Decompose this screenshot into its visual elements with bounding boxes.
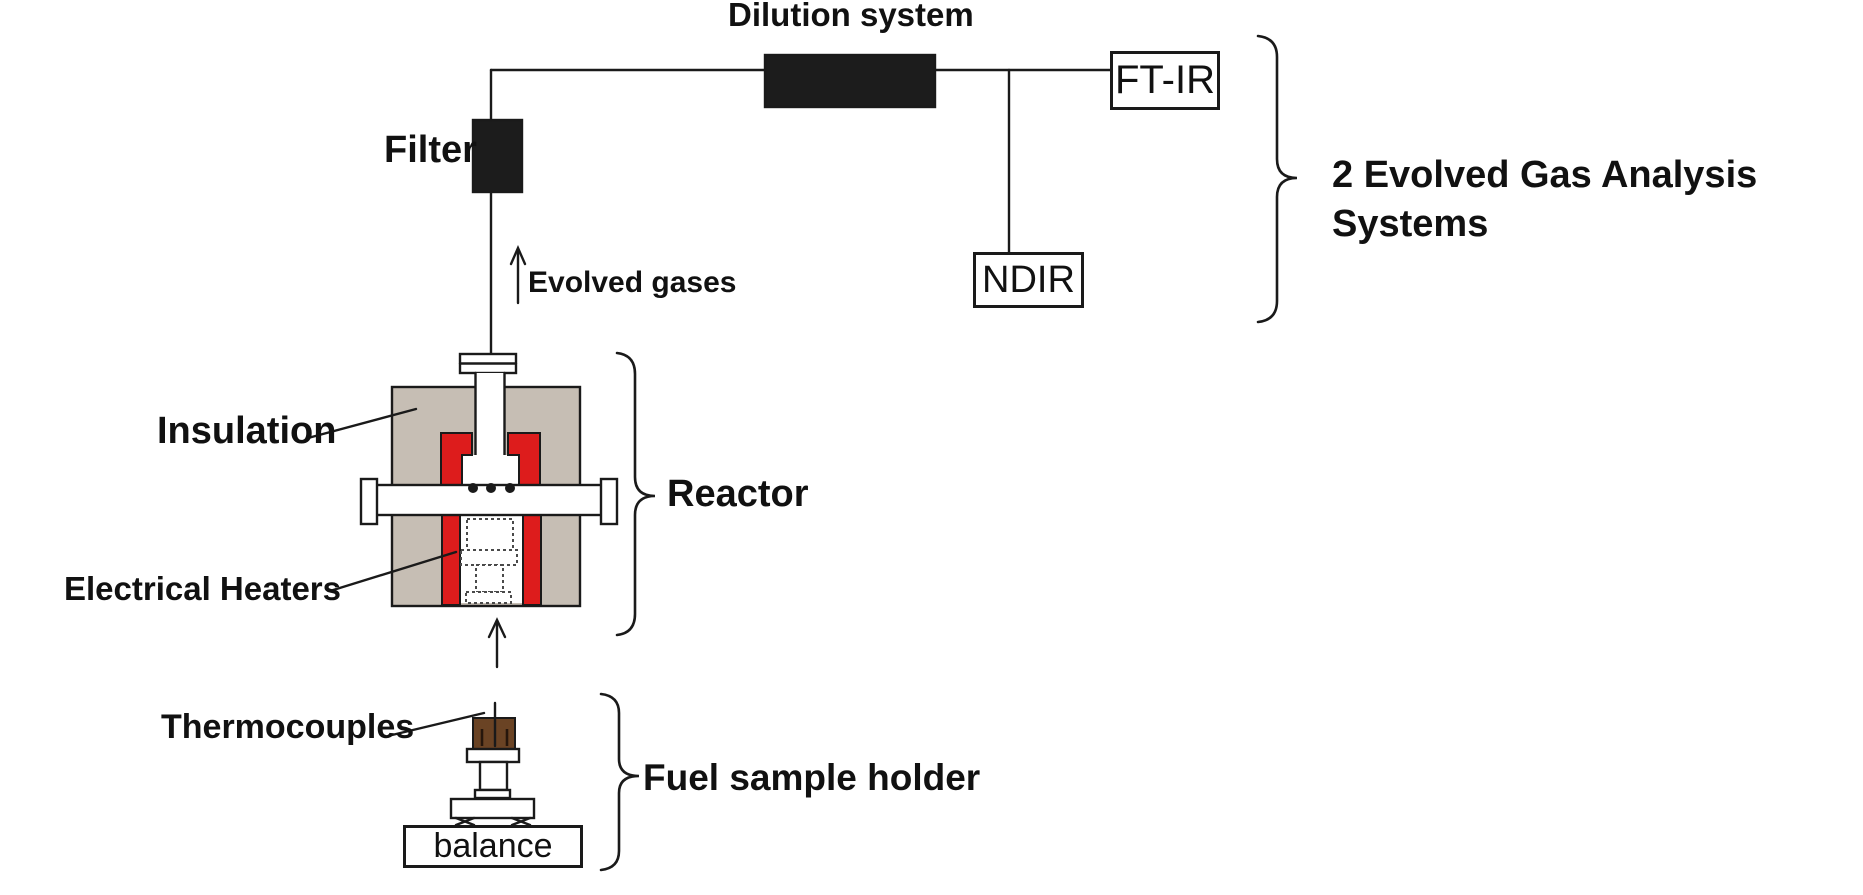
dilution-system-label: Dilution system [728, 0, 974, 33]
holder-platform [449, 797, 536, 820]
inlet-tube [476, 373, 504, 456]
ftir-label: FT-IR [1115, 58, 1215, 102]
fuel-sample-holder-brace [599, 692, 640, 872]
balance-label: balance [433, 827, 553, 865]
reactor-brace [615, 351, 656, 637]
ndir-analyzer-box: NDIR [973, 252, 1084, 308]
spring-foot-right [510, 816, 532, 827]
evolved-gas-systems-label: 2 Evolved Gas Analysis Systems [1332, 151, 1757, 249]
fuel-sample-holder-label: Fuel sample holder [643, 757, 981, 798]
thermocouples-leader-line [390, 711, 486, 737]
port-dot-1 [468, 483, 478, 493]
evolved-gas-systems-brace [1256, 34, 1298, 324]
reactor-label: Reactor [667, 473, 809, 515]
dilution-system-block [763, 53, 937, 109]
holder-collar [465, 747, 521, 764]
filter-label: Filter [384, 129, 477, 171]
insulation-label: Insulation [157, 410, 337, 452]
sample-ghost-collar [460, 549, 518, 566]
holder-small-collar [473, 788, 512, 800]
ftir-analyzer-box: FT-IR [1110, 51, 1220, 110]
heater-lower-left [441, 513, 461, 606]
filter-block [471, 118, 524, 194]
insulation-leader-line [306, 407, 418, 440]
reactor-cavity-upper [462, 455, 518, 486]
balance-box: balance [403, 825, 583, 868]
ndir-label: NDIR [982, 258, 1075, 301]
sample-ghost-stem [475, 564, 504, 593]
evolved-gas-systems-line1: 2 Evolved Gas Analysis [1332, 154, 1758, 196]
electrical-heaters-label: Electrical Heaters [64, 570, 342, 607]
port-dot-2 [486, 483, 496, 493]
thermocouples-label: Thermocouples [161, 708, 415, 746]
evolved-gases-arrow-head [509, 245, 527, 266]
cross-tube-left-cap [359, 477, 379, 526]
evolved-gas-systems-line2: Systems [1332, 203, 1489, 245]
spring-foot-left [454, 816, 476, 827]
port-dot-3 [505, 483, 515, 493]
feed-arrow-head [487, 617, 507, 639]
heaters-leader-line [328, 550, 458, 593]
holder-stem [478, 760, 509, 792]
cross-tube-right-cap [599, 477, 619, 526]
sample-ghost-crucible [466, 518, 514, 551]
heater-lower-right [522, 513, 542, 606]
evolved-gases-label: Evolved gases [528, 266, 737, 299]
sample-ghost-base [465, 591, 512, 604]
